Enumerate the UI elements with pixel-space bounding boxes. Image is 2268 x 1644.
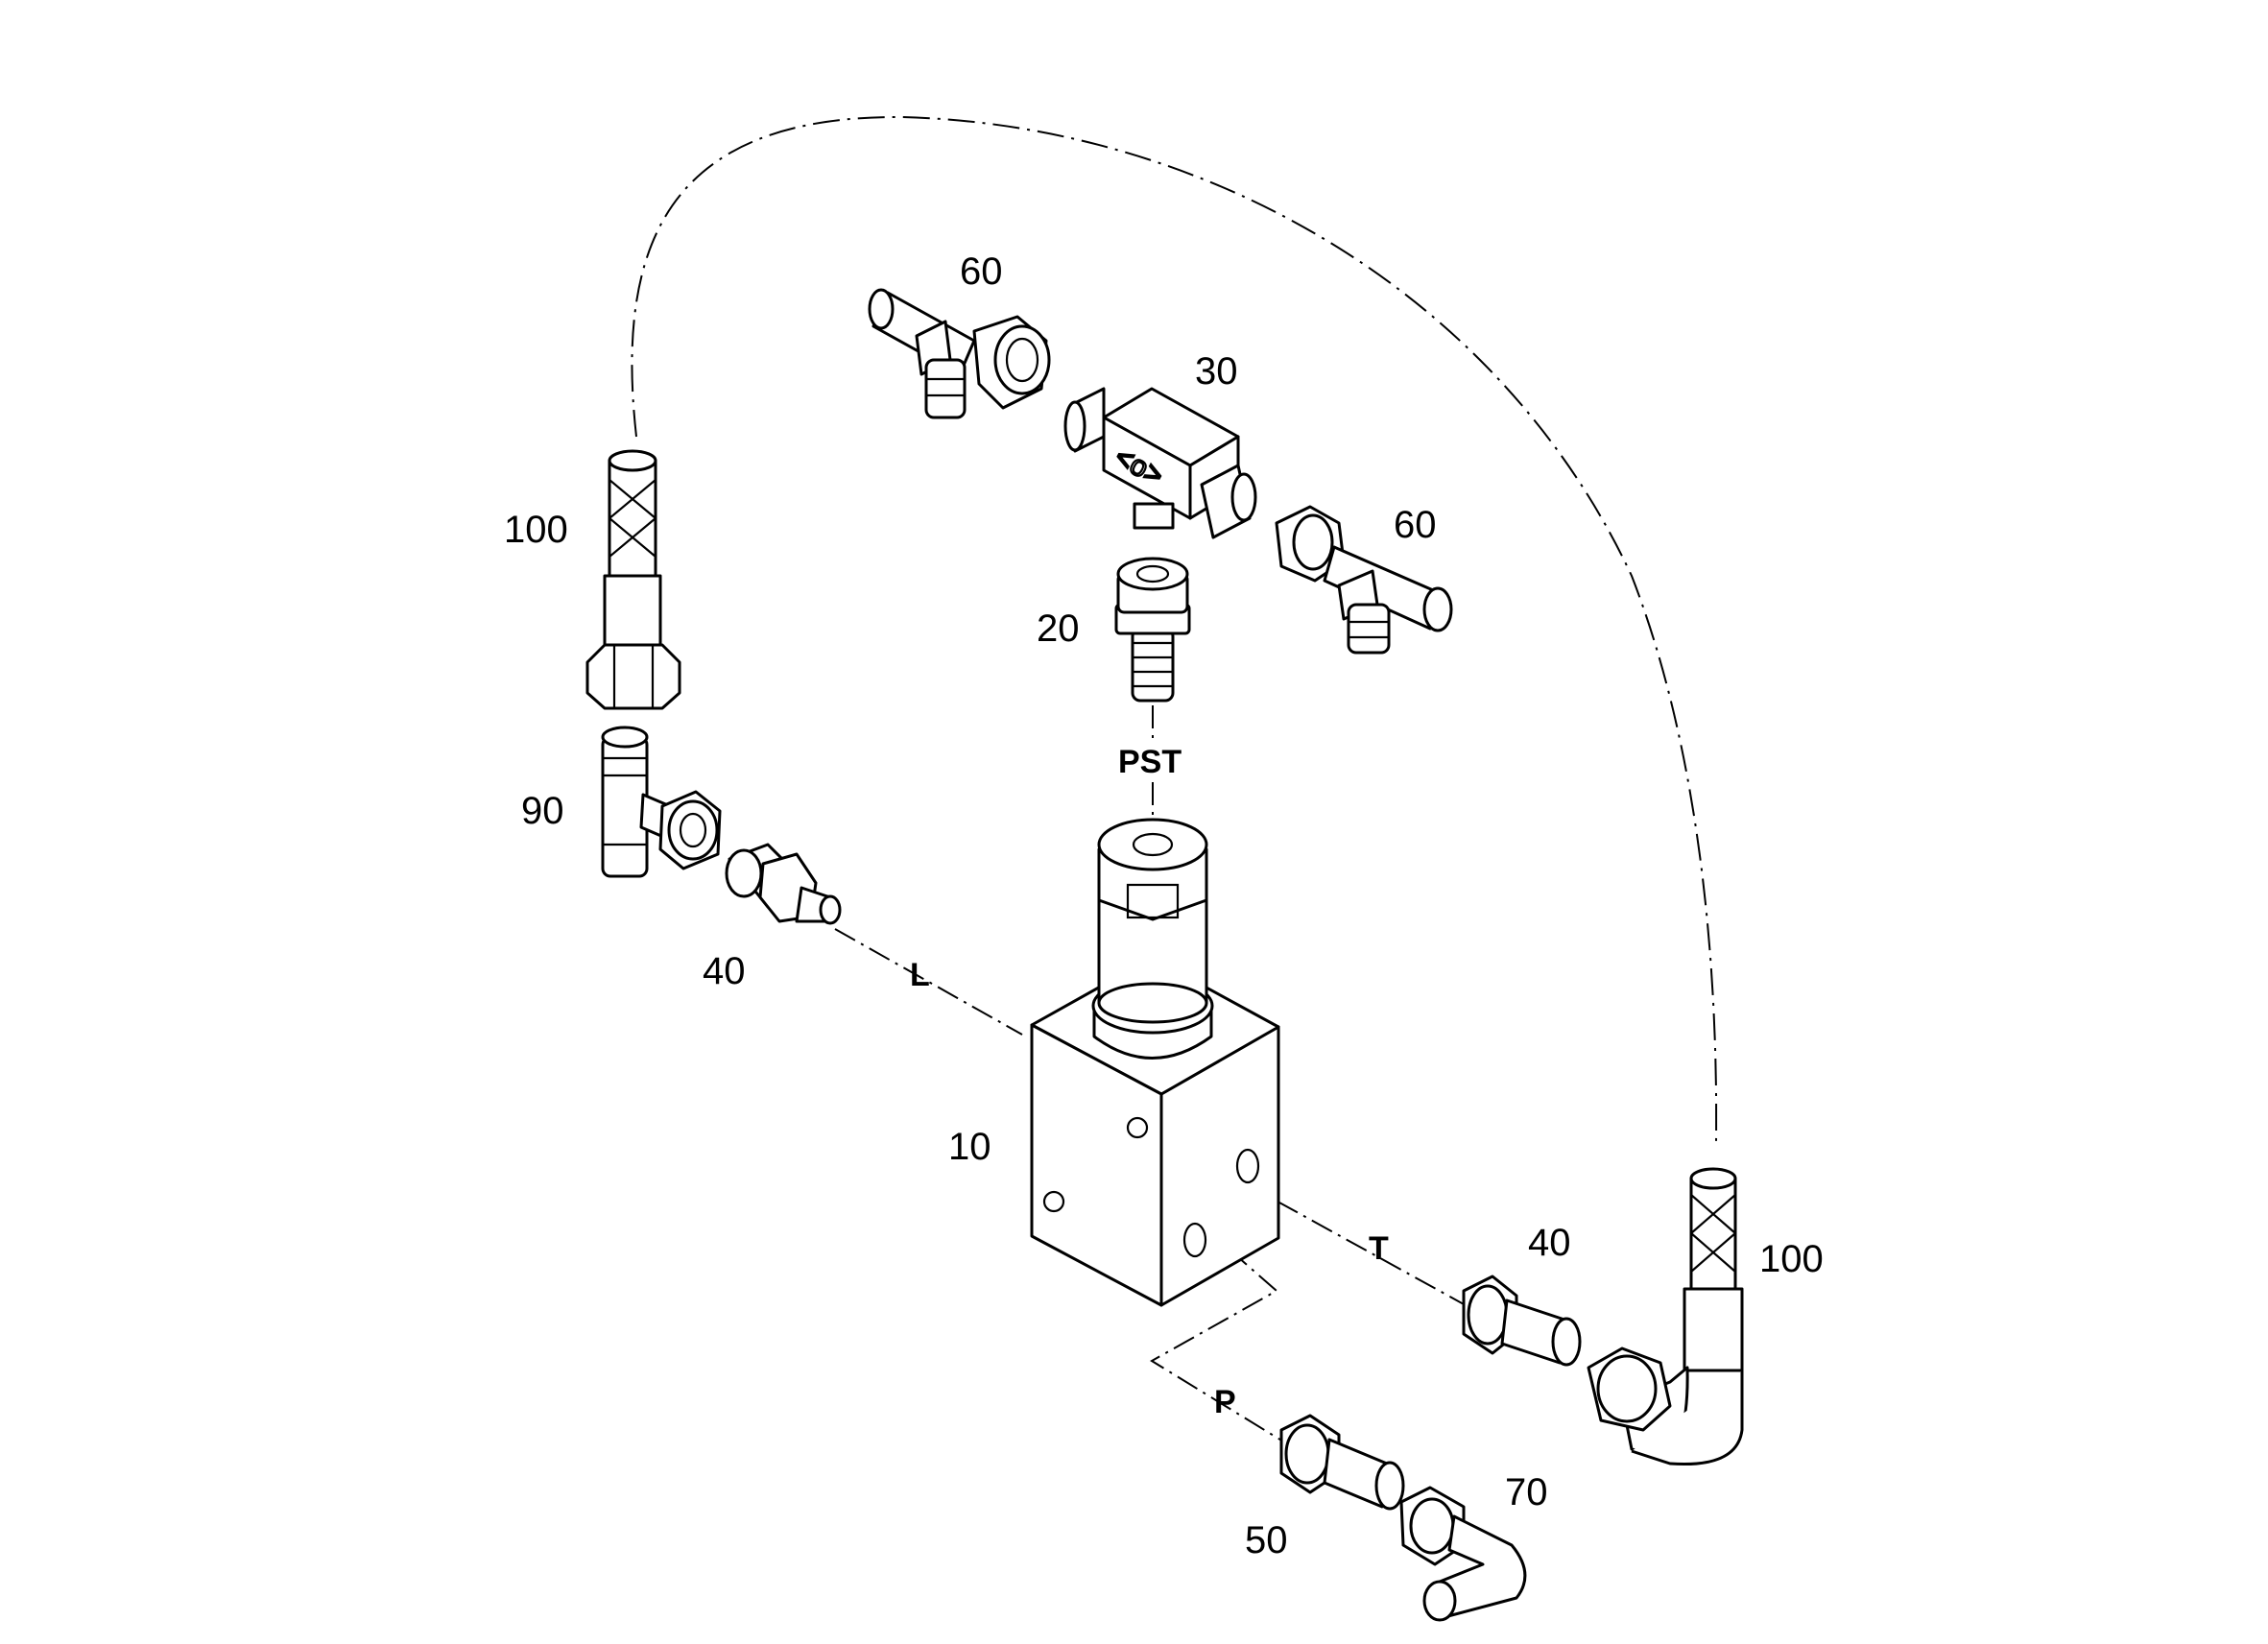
callout-part-10: 10 xyxy=(948,1126,991,1168)
leader-line-t xyxy=(1242,1181,1484,1316)
hose-100-left xyxy=(585,449,681,710)
callout-part-40-left: 40 xyxy=(703,950,746,992)
adaptor-50 xyxy=(1279,1414,1405,1511)
callout-part-20: 20 xyxy=(1037,608,1080,650)
port-label-l: L xyxy=(910,957,930,993)
callout-part-30: 30 xyxy=(1195,350,1238,393)
adaptor-40-right xyxy=(1462,1275,1582,1367)
port-label-t: T xyxy=(1369,1230,1389,1267)
callout-part-60-top: 60 xyxy=(960,250,1003,293)
port-label-pst: PST xyxy=(1118,744,1182,780)
callout-part-60-right: 60 xyxy=(1394,504,1437,546)
fitting-30: <o> xyxy=(1063,387,1257,539)
fitting-20 xyxy=(1114,557,1191,703)
callout-part-70: 70 xyxy=(1505,1471,1548,1513)
callout-part-100-left: 100 xyxy=(504,509,568,551)
fitting-60-top xyxy=(868,288,1051,419)
callout-part-40-right: 40 xyxy=(1528,1222,1571,1264)
fitting-90 xyxy=(601,726,722,878)
callout-part-50: 50 xyxy=(1245,1519,1288,1561)
fitting-60-right xyxy=(1275,505,1453,655)
callout-part-90: 90 xyxy=(521,790,564,832)
valve-block xyxy=(1030,818,1280,1307)
adaptor-40-left xyxy=(725,843,842,925)
hose-routing-curve xyxy=(631,115,1718,1143)
port-label-p: P xyxy=(1214,1384,1236,1420)
hose-100-right xyxy=(1587,1167,1744,1466)
callout-part-100-right: 100 xyxy=(1759,1238,1824,1280)
leader-line-l xyxy=(834,928,1023,1036)
elbow-70 xyxy=(1399,1486,1527,1622)
